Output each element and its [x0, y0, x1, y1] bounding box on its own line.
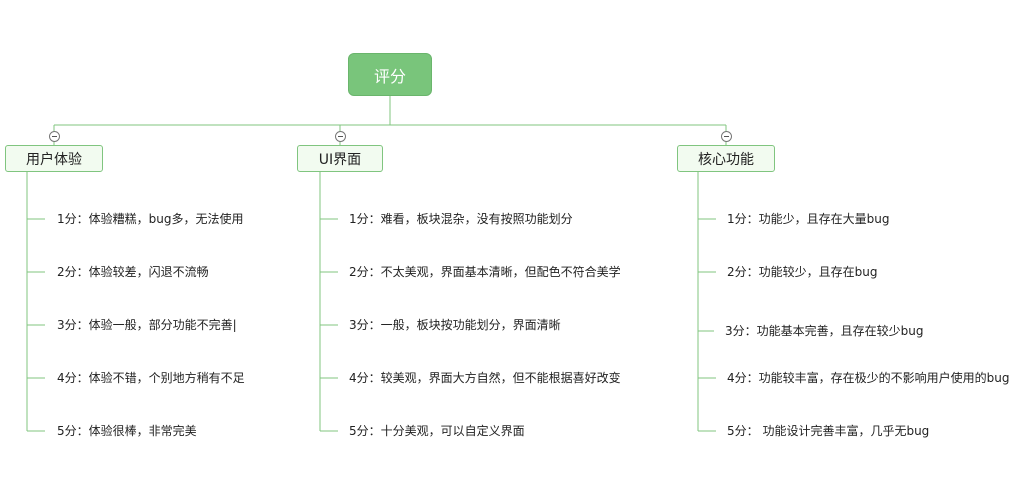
leaf-item[interactable]: 4分：较美观，界面大方自然，但不能根据喜好改变 — [349, 371, 621, 385]
leaf-item[interactable]: 5分：十分美观，可以自定义界面 — [349, 424, 525, 438]
branch-user-experience[interactable]: 用户体验 — [5, 145, 103, 172]
branch-ui[interactable]: UI界面 — [297, 145, 383, 172]
leaf-item[interactable]: 5分： 功能设计完善丰富，几乎无bug — [727, 424, 930, 438]
branch-label: 核心功能 — [698, 151, 754, 168]
leaf-item[interactable]: 1分：功能少，且存在大量bug — [727, 212, 890, 226]
branch-core-function[interactable]: 核心功能 — [677, 145, 775, 172]
collapse-icon[interactable] — [49, 131, 60, 142]
root-label: 评分 — [373, 66, 406, 86]
branch-label: UI界面 — [318, 151, 362, 168]
leaf-item[interactable]: 5分：体验很棒，非常完美 — [57, 424, 197, 438]
collapse-icon[interactable] — [721, 131, 732, 142]
leaf-item[interactable]: 2分：不太美观，界面基本清晰，但配色不符合美学 — [349, 265, 621, 279]
branch-label: 用户体验 — [26, 151, 82, 168]
leaf-item[interactable]: 1分：难看，板块混杂，没有按照功能划分 — [349, 212, 573, 226]
leaf-item[interactable]: 4分：体验不错，个别地方稍有不足 — [57, 371, 245, 385]
collapse-icon[interactable] — [335, 131, 346, 142]
leaf-item[interactable]: 3分：一般，板块按功能划分，界面清晰 — [349, 318, 561, 332]
leaf-item[interactable]: 3分：功能基本完善，且存在较少bug — [725, 324, 924, 338]
leaf-item[interactable]: 1分：体验糟糕，bug多，无法使用 — [57, 212, 244, 226]
leaf-item[interactable]: 2分：体验较差，闪退不流畅 — [57, 265, 209, 279]
root-node[interactable]: 评分 — [348, 53, 432, 96]
leaf-item[interactable]: 3分：体验一般，部分功能不完善| — [57, 318, 237, 332]
leaf-item[interactable]: 2分：功能较少，且存在bug — [727, 265, 878, 279]
leaf-item[interactable]: 4分：功能较丰富，存在极少的不影响用户使用的bug — [727, 371, 1010, 385]
